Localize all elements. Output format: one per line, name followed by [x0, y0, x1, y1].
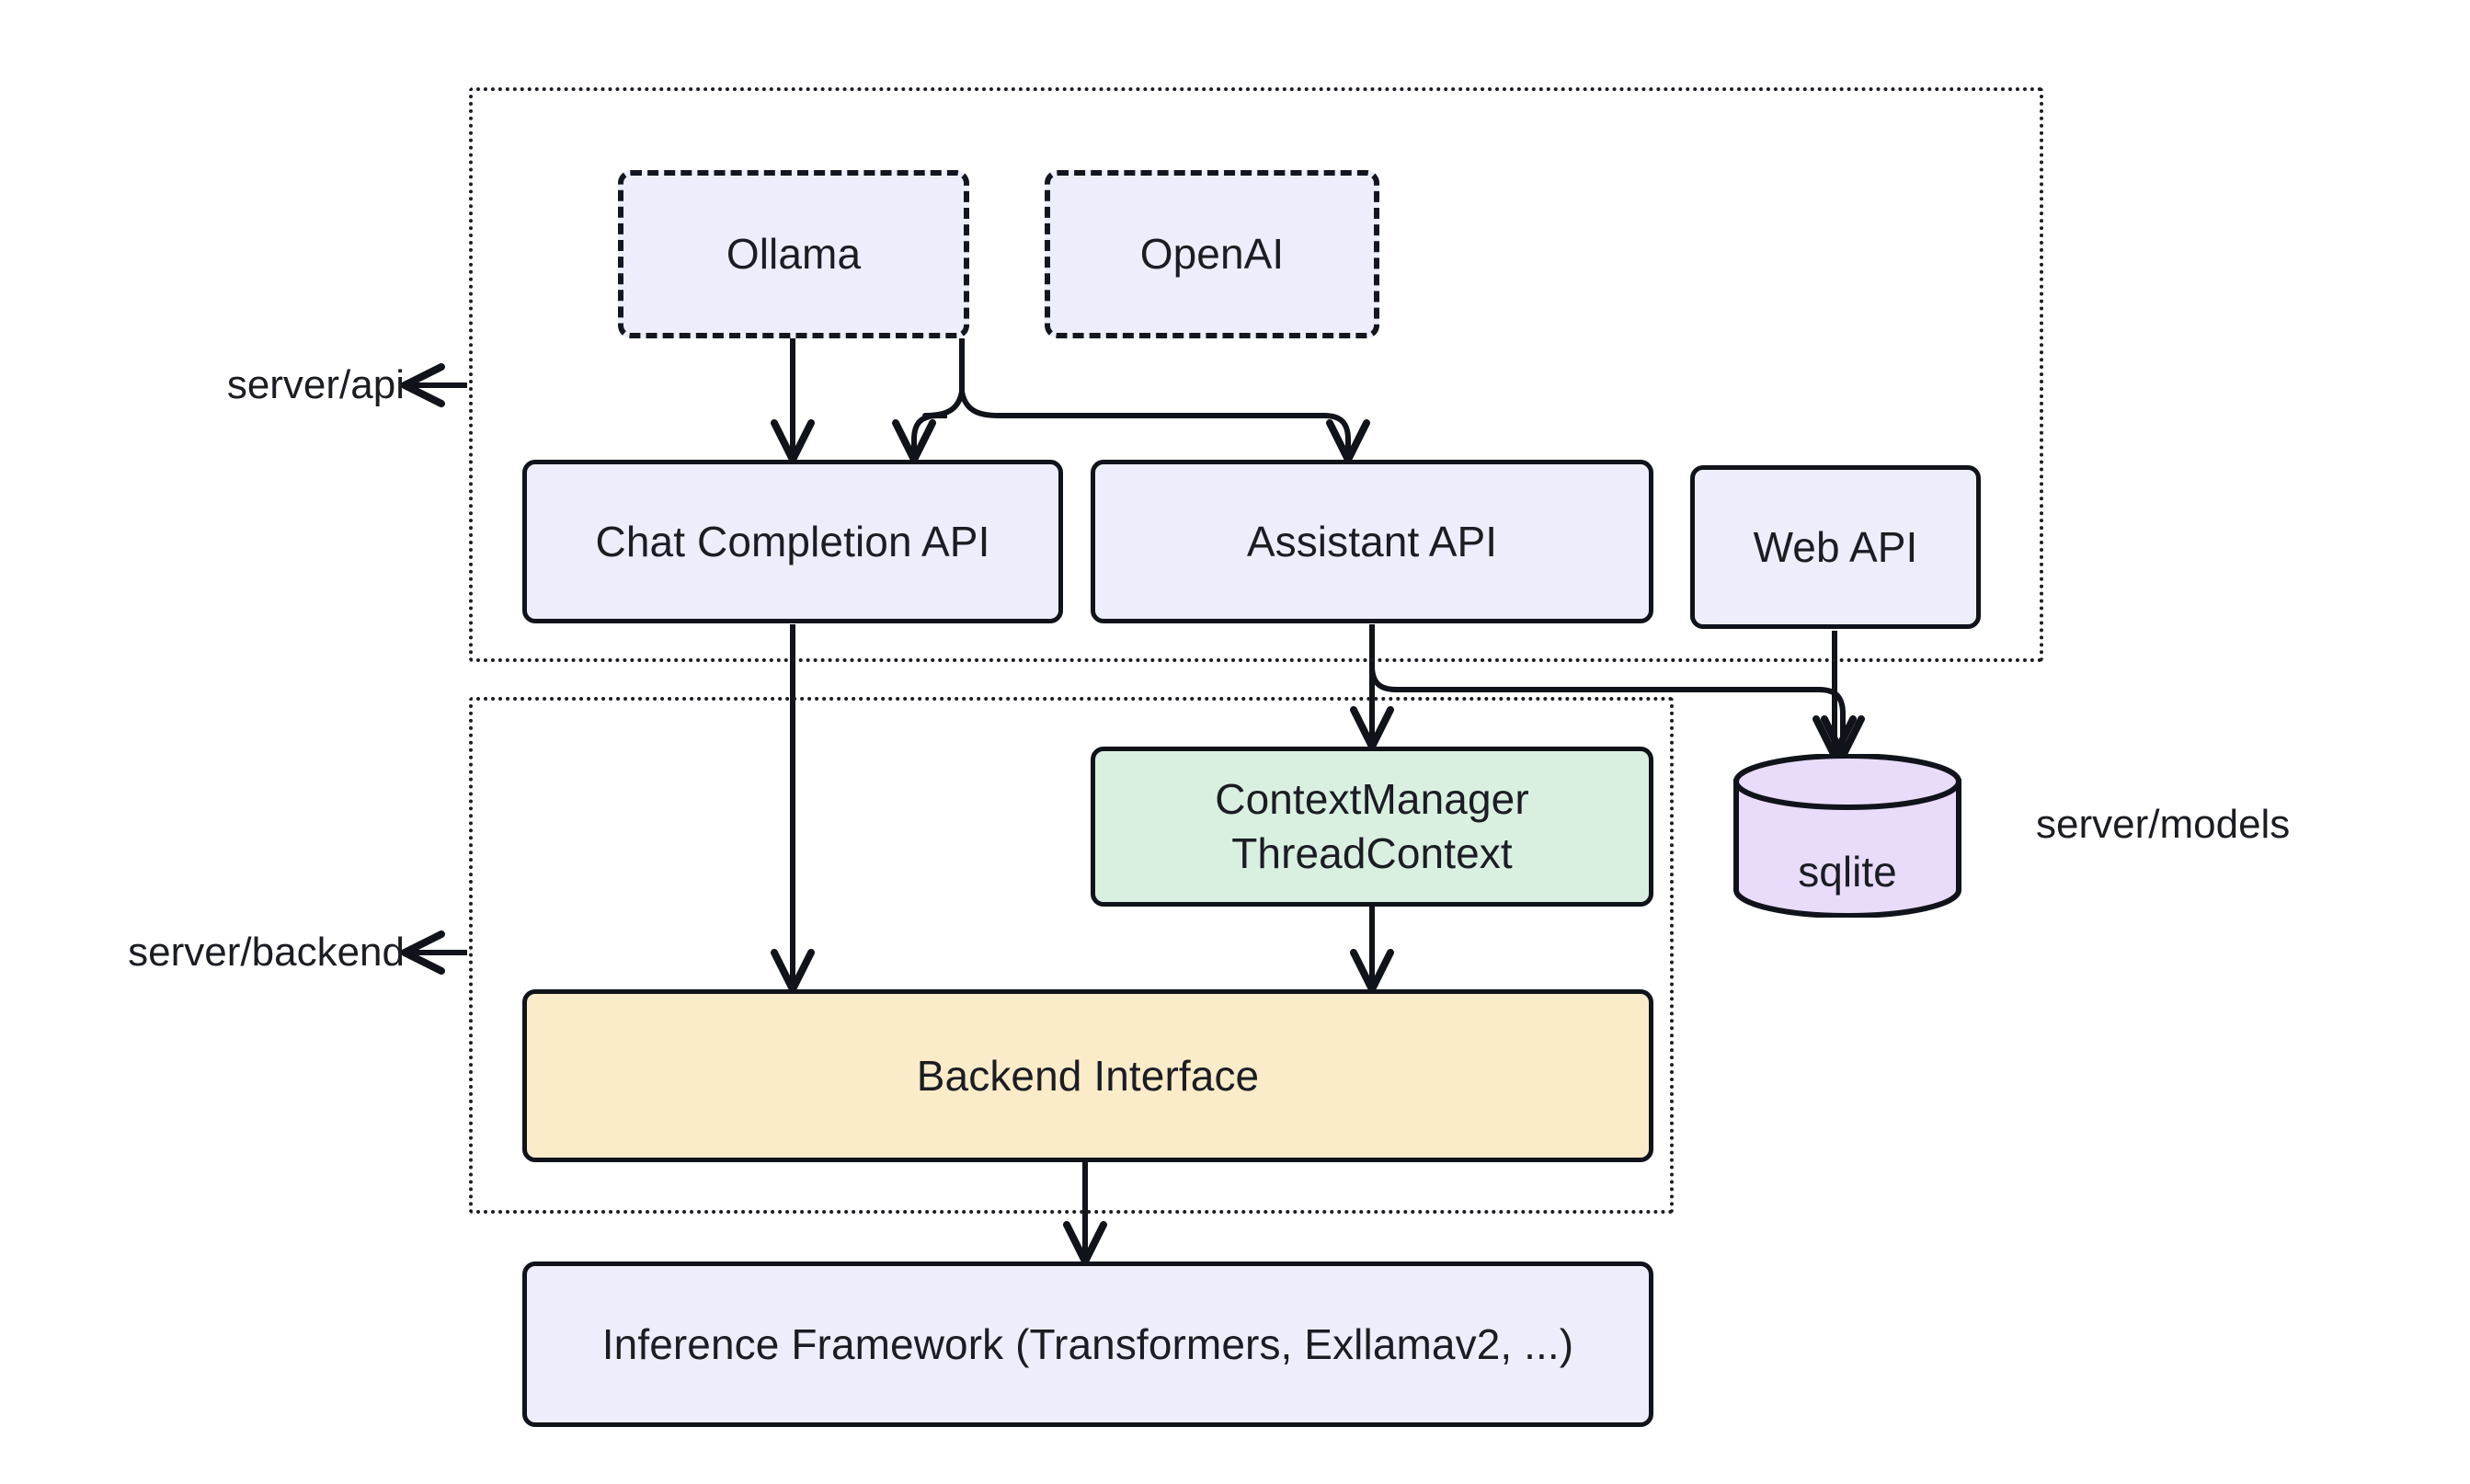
node-web-api-label: Web API [1753, 522, 1918, 571]
node-inference-framework[interactable]: Inference Framework (Transformers, Exlla… [522, 1261, 1653, 1427]
node-sqlite-label: sqlite [1798, 848, 1897, 896]
node-context-manager-label-line1: ContextManager [1215, 775, 1529, 824]
node-openai[interactable]: OpenAI [1045, 170, 1379, 338]
node-sqlite[interactable]: sqlite [1732, 754, 1962, 918]
node-backend-interface-label: Backend Interface [916, 1051, 1260, 1100]
subgraph-server-api [469, 87, 2043, 662]
zone-label-server-api: server/api [226, 362, 405, 407]
node-chat-completion-api-label: Chat Completion API [595, 517, 990, 565]
node-assistant-api[interactable]: Assistant API [1091, 460, 1653, 623]
node-ollama-label: Ollama [726, 230, 862, 279]
node-openai-label: OpenAI [1139, 230, 1285, 279]
node-context-manager-label-line2: ThreadContext [1231, 829, 1513, 877]
node-web-api[interactable]: Web API [1690, 465, 1981, 629]
zone-label-server-backend: server/backend [128, 930, 405, 975]
node-ollama[interactable]: Ollama [618, 170, 969, 338]
zone-label-server-models: server/models [2036, 802, 2291, 847]
node-assistant-api-label: Assistant API [1246, 517, 1498, 565]
sqlite-cylinder-shape [1733, 754, 1961, 918]
node-chat-completion-api[interactable]: Chat Completion API [522, 460, 1063, 623]
node-context-manager[interactable]: ContextManager ThreadContext [1091, 747, 1653, 907]
node-inference-framework-label: Inference Framework (Transformers, Exlla… [601, 1319, 1574, 1368]
node-backend-interface[interactable]: Backend Interface [522, 989, 1653, 1162]
subgraph-server-backend [469, 697, 1674, 1214]
